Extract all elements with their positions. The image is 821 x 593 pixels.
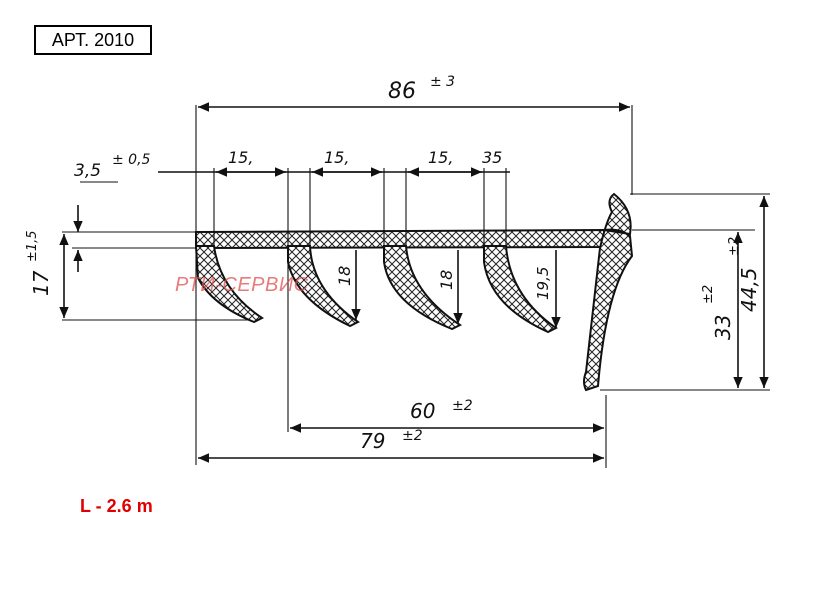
dim-base-span-tol: ±2 — [402, 428, 423, 444]
dim-pitch-2: 15, — [324, 148, 349, 167]
dimension-annotations: 86 ± 3 15, 15, 15, 35 3,5 ± 0,5 17 ±1,5 … — [25, 74, 770, 468]
rubber-profile-section — [194, 192, 634, 392]
profile-left-lip — [194, 245, 264, 324]
dim-pitch-3: 15, — [428, 148, 453, 167]
dim-rib-depth-2: 18 — [437, 270, 456, 290]
dim-base-span: 79 — [360, 429, 385, 453]
dim-inner-height-tol: ±2 — [701, 285, 716, 304]
article-number: АРТ. 2010 — [51, 29, 135, 50]
dim-inner-span: 60 — [410, 399, 435, 423]
length-label: L - 2.6 m — [80, 496, 153, 516]
dim-total-height-tol: ±2 — [727, 237, 742, 256]
article-number-box: АРТ. 2010 — [34, 25, 152, 55]
dim-left-height: 17 — [29, 270, 53, 296]
dim-rib-thickness: 3,5 — [74, 161, 101, 181]
dim-inner-height: 33 — [711, 315, 735, 340]
dim-overall-width-tol: ± 3 — [430, 74, 455, 90]
profile-right-hook — [583, 192, 634, 392]
dim-overall-width: 86 — [388, 79, 416, 104]
profile-rib-2 — [383, 245, 462, 331]
dim-rib-depth-3: 19,5 — [534, 267, 552, 300]
dim-rib-depth-1: 18 — [335, 266, 354, 286]
watermark-text: РТИ-СЕРВИС — [175, 274, 309, 296]
dim-rib-thickness-tol: ± 0,5 — [112, 152, 151, 168]
dim-pitch-4: 35 — [482, 148, 502, 167]
dim-total-height: 44,5 — [737, 267, 761, 312]
dim-inner-span-tol: ±2 — [452, 398, 473, 414]
dim-left-height-tol: ±1,5 — [25, 230, 40, 262]
profile-rib-1 — [287, 245, 360, 328]
dim-pitch-1: 15, — [228, 148, 253, 167]
profile-rib-3 — [483, 245, 558, 334]
